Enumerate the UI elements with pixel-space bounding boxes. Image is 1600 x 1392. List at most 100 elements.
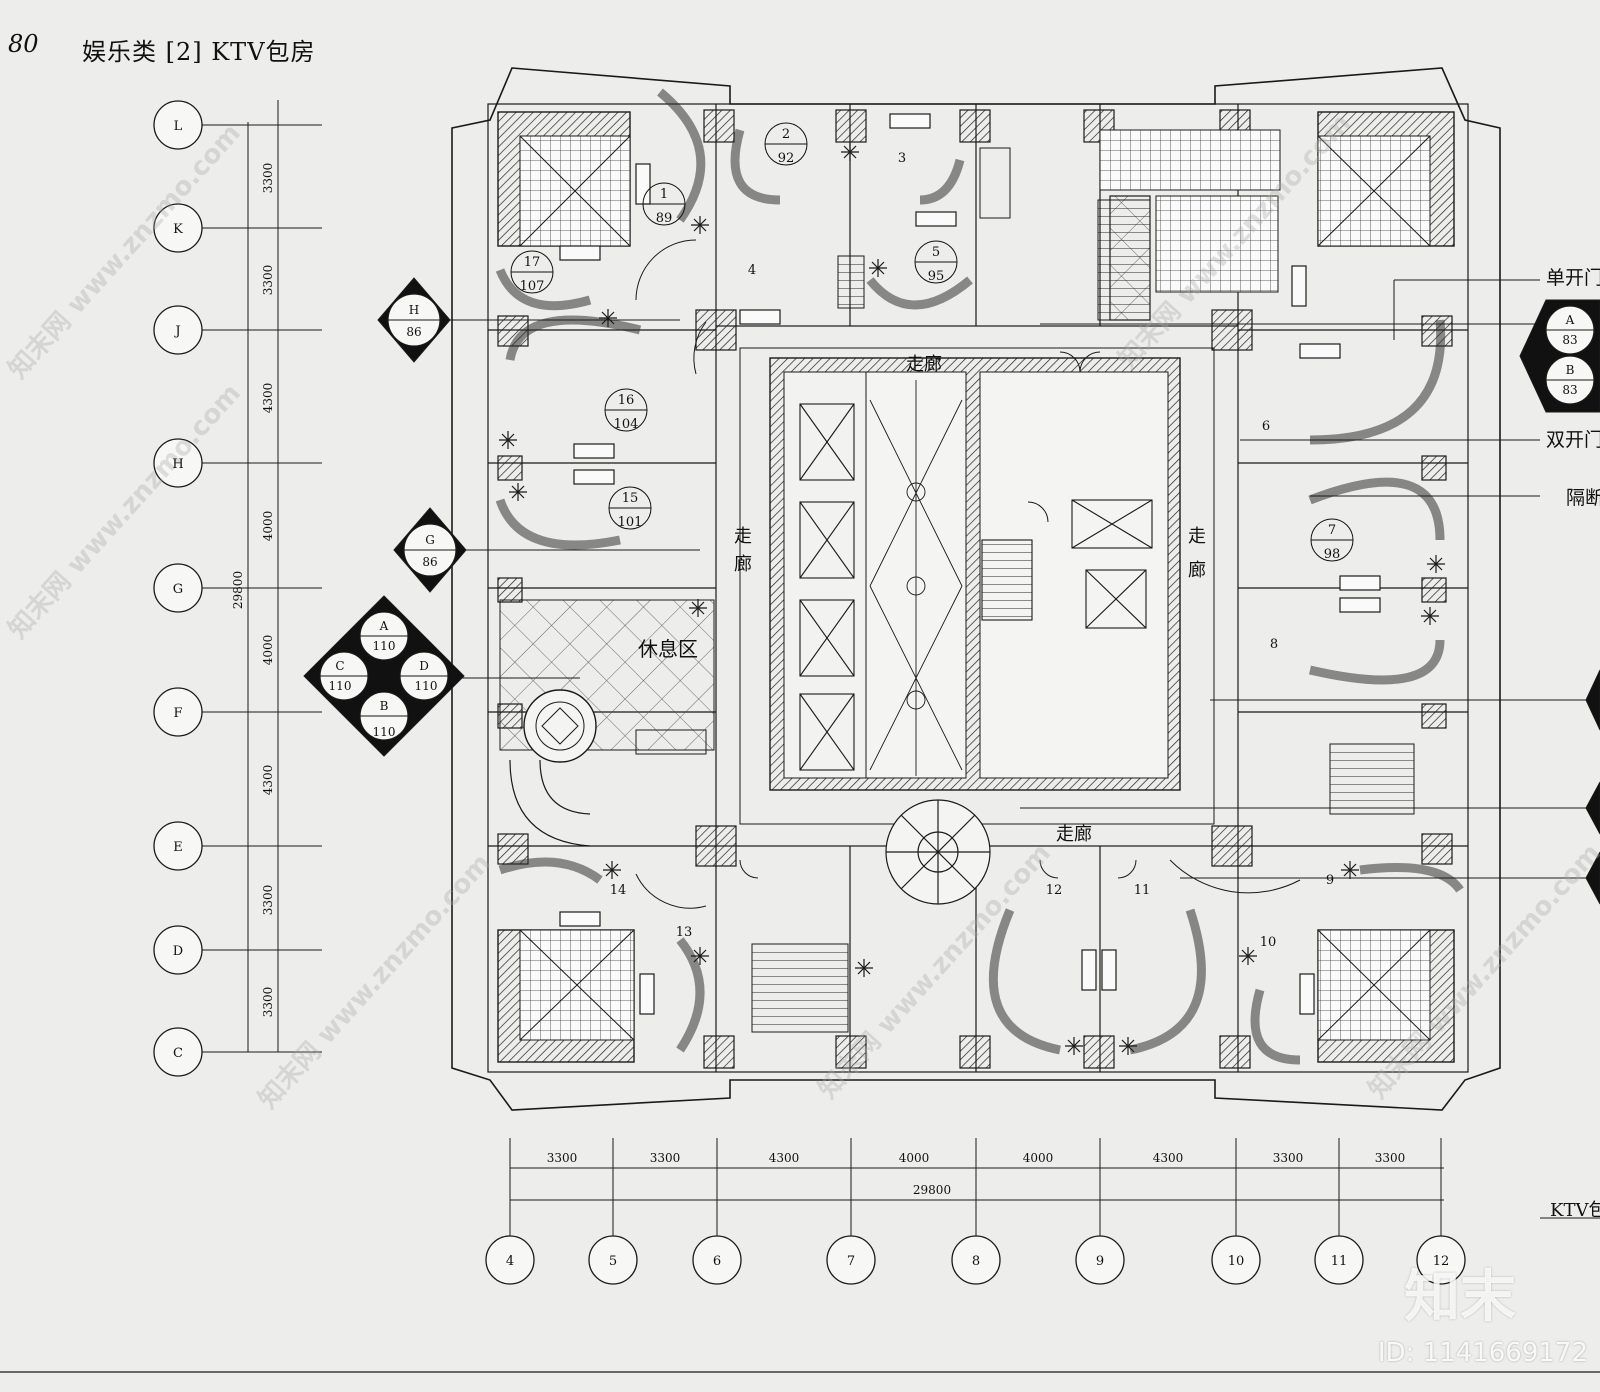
room-number: 10 [1260,935,1277,950]
dimension-label: 3300 [261,163,275,194]
axis-letter: L [174,119,183,134]
left-axis-dimensions: 3300 3300 4300 4000 4000 4300 3300 3300 … [231,163,275,1018]
room-number: 8 [1270,637,1278,652]
room-number: 17 [524,255,541,270]
corner-tower-sw [497,929,635,1063]
dimension-label: 4300 [1153,1151,1184,1165]
axis-number: 12 [1433,1254,1450,1269]
dimension-label: 3300 [261,265,275,296]
room-number: 11 [1134,883,1151,898]
room-ref: 107 [520,279,545,294]
room-number: 13 [676,925,693,940]
dimension-label: 3300 [261,885,275,916]
room-number: 2 [782,127,790,142]
dimension-label: 4000 [899,1151,930,1165]
corner-tower-se [1317,929,1455,1063]
axis-letter: K [173,222,183,237]
room-number: 5 [932,245,940,260]
page-title: 娱乐类 [2] KTV包房 [82,38,316,66]
marker-letter: A [1565,313,1575,327]
room-number: 3 [898,151,906,166]
area-labels: 走廊 走廊 走 廊 走 廊 休息区 单开门 双开门 隔断 KTV包房 [638,267,1600,1221]
elevation-marker-labels: H 86 G 86 A 110 B 110 C 110 D 110 A 83 B… [329,303,1578,739]
tv-units [559,113,1381,1015]
axis-letter: F [173,706,182,721]
room-ref: 104 [614,417,639,432]
door-swings [635,239,1301,909]
round-table-feature [885,799,991,905]
corridor-label-south: 走廊 [1056,824,1092,845]
marker-sheet: 110 [373,725,396,739]
axis-letter: J [173,324,180,339]
corner-tower-nw [497,111,631,247]
room-ref: 92 [778,151,795,166]
corridor-label-north: 走廊 [906,354,942,375]
corridor-label-east-1: 走 [1188,526,1206,547]
axis-letter: D [173,944,183,959]
axis-number: 7 [847,1254,855,1269]
marker-sheet: 86 [422,555,437,569]
dimension-label: 3300 [1273,1151,1304,1165]
corridor-label-west-2: 廊 [734,554,752,575]
room-number: 4 [748,263,756,278]
page-number: 80 [8,30,39,58]
callout-partition: 隔断 [1566,487,1600,509]
marker-letter: B [1566,363,1575,377]
axis-letter: G [173,582,183,597]
axis-letter: H [172,457,183,472]
bottom-axis-dimensions: 3300 3300 4300 4000 4000 4300 3300 3300 … [547,1151,1406,1197]
room-number: 16 [618,393,635,408]
axis-number: 8 [972,1254,980,1269]
axis-letter: C [173,1046,183,1061]
marker-letter: H [409,303,419,317]
dimension-label: 4300 [261,383,275,414]
drawing-caption: KTV包房 [1550,1200,1600,1221]
elevation-marker-quad [303,595,465,757]
dimension-label: 3300 [1375,1151,1406,1165]
marker-sheet: 110 [415,679,438,693]
sofa-seating [495,88,1464,1065]
room-number: 6 [1262,419,1270,434]
dimension-label: 3300 [650,1151,681,1165]
callout-double-door: 双开门 [1546,429,1600,451]
bottom-axis-labels: 4 5 6 7 8 9 10 11 12 [506,1254,1449,1269]
marker-letter: A [379,619,389,633]
axis-number: 6 [713,1254,721,1269]
left-grid-axis [153,100,322,1077]
watermark-id: ID: 1141669172 [1377,1338,1588,1368]
marker-sheet: 110 [329,679,352,693]
room-ref: 95 [928,269,945,284]
room-number: 1 [660,187,668,202]
room-ref: 98 [1324,547,1341,562]
marker-letter: G [425,533,435,547]
watermark-text: 知末网 www.znzmo.com [3,118,247,384]
axis-number: 10 [1228,1254,1245,1269]
room-number: 14 [610,883,627,898]
dimension-label: 4000 [261,635,275,666]
corner-tower-ne [1317,111,1455,247]
elevation-marker-edge [1585,669,1600,905]
dimension-label: 4300 [769,1151,800,1165]
watermark-text: 知末网 www.znzmo.com [3,378,247,644]
callout-single-door: 单开门 [1546,267,1600,289]
marker-letter: D [419,659,429,673]
dimension-total: 29800 [231,571,245,609]
bottom-grid-axis [485,1138,1466,1285]
elevation-marker-right [1519,299,1600,413]
dimension-label: 3300 [261,987,275,1018]
axis-letter: E [173,840,183,855]
lounge-area [499,599,715,847]
room-number: 7 [1328,523,1336,538]
room-ref: 89 [656,211,673,226]
marker-letter: C [335,659,344,673]
marker-sheet: 83 [1562,383,1577,397]
plant-symbols [499,143,1445,1055]
marker-sheet: 110 [373,639,396,653]
dimension-label: 4300 [261,765,275,796]
structural-columns [497,109,1453,1069]
corridor-label-west-1: 走 [734,526,752,547]
room-number: 12 [1046,883,1063,898]
watermark-text: 知末网 www.znzmo.com [253,848,497,1114]
axis-number: 5 [609,1254,617,1269]
